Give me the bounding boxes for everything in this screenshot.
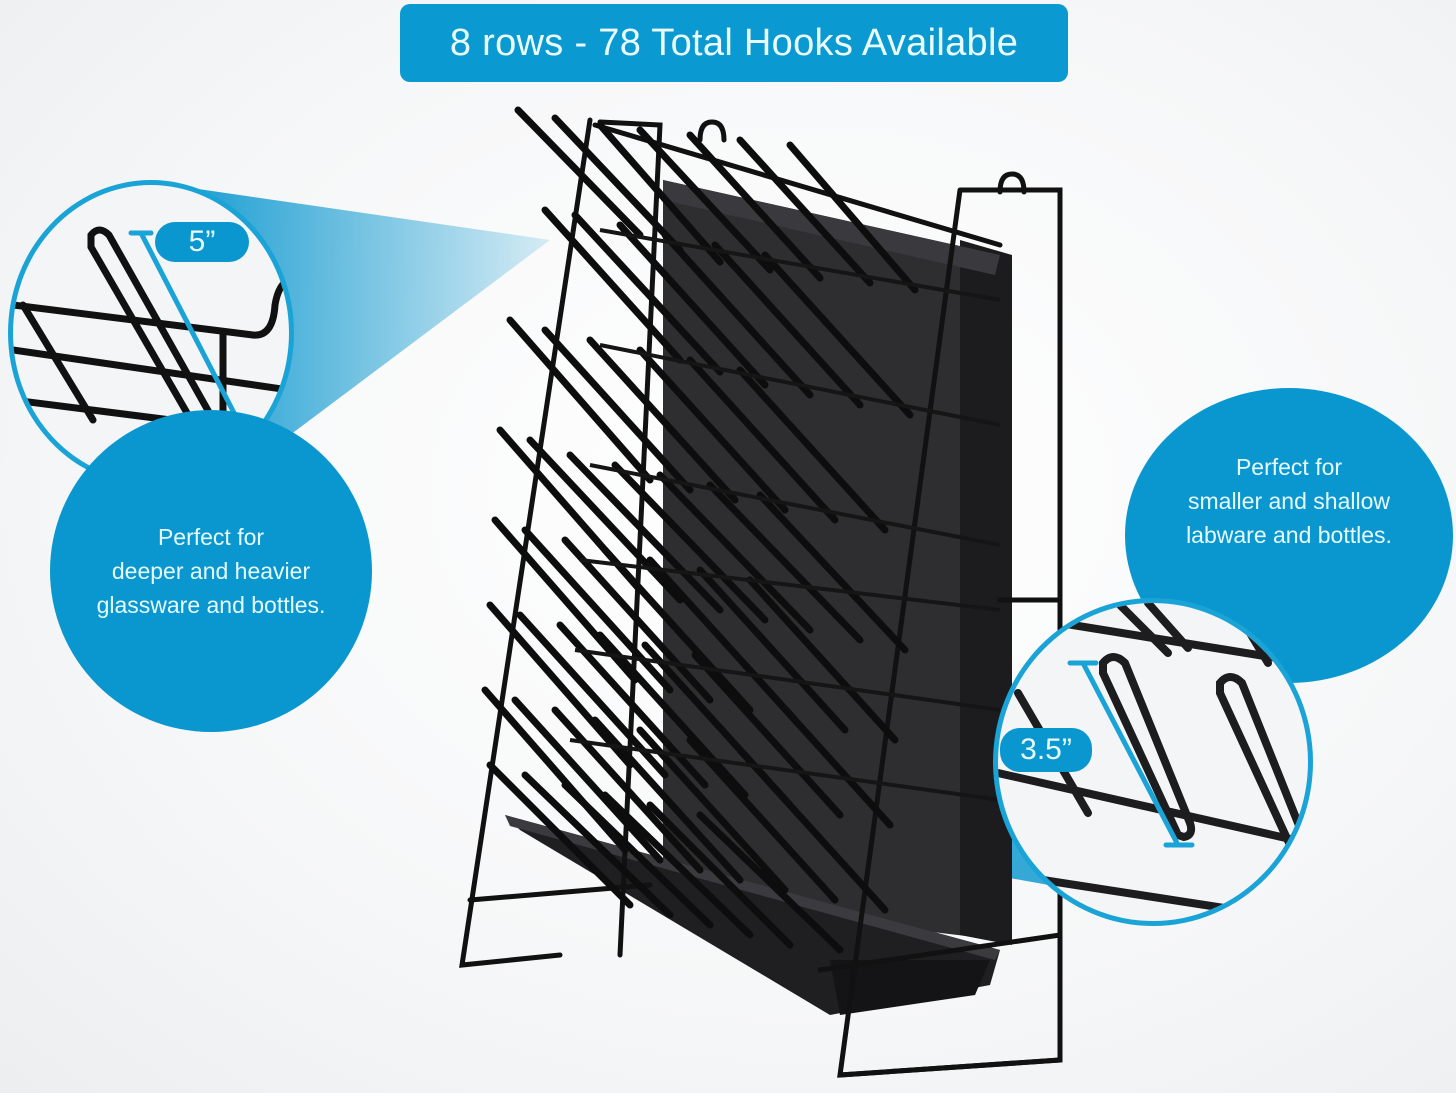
- bubble-line-1: Perfect for: [157, 524, 265, 550]
- bubble-line-2: smaller and shallow: [1188, 487, 1390, 514]
- bubble-line-1: Perfect for: [1235, 453, 1343, 480]
- dimension-label-5in: 5”: [155, 222, 249, 262]
- info-bubble-deep-glassware: Perfect for deeper and heavier glassware…: [50, 410, 372, 732]
- headline-banner: 8 rows - 78 Total Hooks Available: [400, 4, 1068, 82]
- bubble-line-2: deeper and heavier: [111, 558, 311, 584]
- bubble-line-3: glassware and bottles.: [96, 592, 326, 618]
- dimension-value: 5”: [188, 225, 216, 258]
- dimension-label-3-5in: 3.5”: [1000, 728, 1092, 772]
- hook-rows: [481, 106, 919, 954]
- dimension-value: 3.5”: [1020, 733, 1072, 766]
- bubble-line-3: labware and bottles.: [1186, 521, 1392, 548]
- headline-text: 8 rows - 78 Total Hooks Available: [449, 21, 1019, 64]
